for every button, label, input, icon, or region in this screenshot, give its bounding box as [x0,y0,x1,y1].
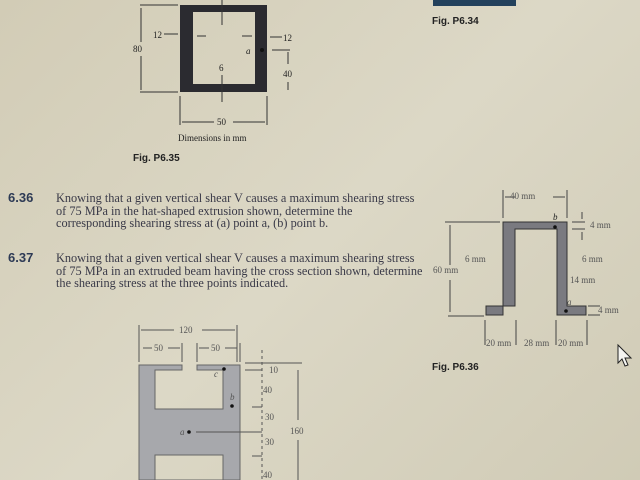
dim-bottom-left: 20 mm [486,338,511,348]
dim-bottom-mid: 28 mm [524,338,549,348]
dim-a-height: 40 [283,69,293,79]
dim-flange-thick: 4 mm [598,305,619,315]
dim-width: 50 [217,117,227,127]
point-a-label: a [246,46,251,56]
dim-d3: 30 [265,412,275,422]
problem-text: Knowing that a given vertical shear V ca… [56,251,423,290]
dim-left-top: 50 [154,343,164,353]
problem-number: 6.36 [8,190,34,205]
dim-d1: 10 [269,365,279,375]
dim-flange: 14 mm [570,275,595,285]
dim-top-thick: 4 mm [590,220,611,230]
problem-6-36: 6.36 Knowing that a given vertical shear… [8,190,423,230]
point-a-label: a [180,427,185,437]
problem-text: Knowing that a given vertical shear V ca… [56,191,415,230]
dim-right-top: 50 [211,343,221,353]
fig-p6-37: 120 50 50 10 c 40 b 30 160 a 30 40 [138,325,304,480]
problem-number: 6.37 [8,250,34,265]
dim-left-wall: 6 mm [465,254,486,264]
fig-p6-36: 40 mm b 4 mm 6 mm 6 mm 60 mm 14 mm a 4 m… [432,190,619,373]
dim-right-wall: 12 [283,33,292,43]
dim-bottom-right: 20 mm [558,338,583,348]
point-c-label: c [214,369,218,379]
dim-width: 120 [179,325,193,335]
fig-p6-34-shape [433,0,516,6]
fig-p6-34-label: Fig. P6.34 [432,16,479,27]
point-b-label: b [553,212,558,222]
dim-total: 160 [290,426,304,436]
extruded-section-shape [138,364,241,480]
point-a-label: a [567,297,572,307]
dim-d2: 40 [263,385,273,395]
point-b-label: b [230,392,235,402]
dim-height: 60 mm [433,265,458,275]
fig-p6-35-label: Fig. P6.35 [133,153,180,164]
dim-top-width: 40 mm [510,191,535,201]
fig-p6-36-label: Fig. P6.36 [432,362,479,373]
dim-height: 80 [133,44,143,54]
dim-right-wall: 6 mm [582,254,603,264]
box-section-shape [180,5,267,92]
fig-p6-35: 12 80 12 a 6 40 50 Dimensions in mm Fig.… [133,0,293,164]
dim-d5: 40 [263,470,273,480]
dim-bottom: 6 [219,63,224,73]
hat-section-shape [485,221,587,316]
fig-caption: Dimensions in mm [178,133,247,143]
dim-left-wall: 12 [153,30,162,40]
mouse-cursor-icon [617,343,633,367]
dim-d4: 30 [265,437,275,447]
problem-6-37: 6.37 Knowing that a given vertical shear… [8,250,423,290]
